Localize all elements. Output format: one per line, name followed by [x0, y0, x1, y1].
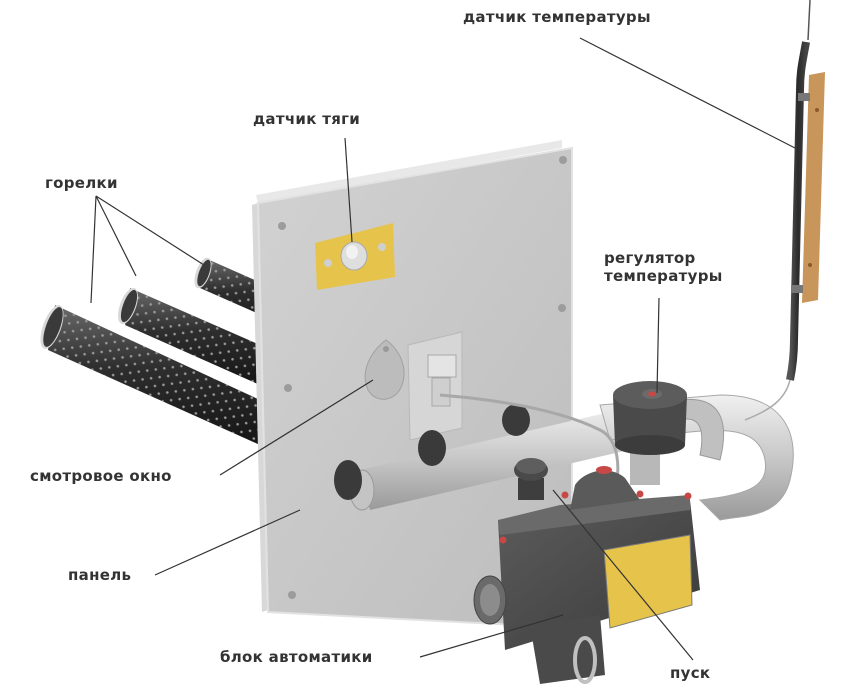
- label-draft-sensor: датчик тяги: [253, 110, 361, 128]
- leader-temperature-sensor: [579, 37, 796, 149]
- leader-lines: [90, 37, 796, 661]
- leader-burner-2: [95, 195, 137, 277]
- leader-automation-block: [419, 614, 564, 658]
- draft-sensor: [315, 223, 395, 290]
- capillary-tube: [439, 393, 620, 491]
- leader-burner-3: [95, 195, 205, 266]
- temperature-sensor: [744, 0, 825, 421]
- label-temperature-sensor: датчик температуры: [463, 8, 651, 26]
- burner-2: [118, 287, 260, 385]
- viewing-window: [364, 339, 405, 400]
- label-burners: горелки: [45, 174, 118, 192]
- burners-group: [40, 257, 300, 445]
- label-viewing-window: смотровое окно: [30, 467, 172, 485]
- label-temperature-regulator-line1: регулятор: [604, 249, 696, 267]
- leader-viewing-window: [219, 379, 374, 476]
- label-start-button: пуск: [670, 664, 711, 682]
- burner-1: [40, 305, 260, 445]
- leader-temperature-regulator: [656, 297, 660, 394]
- label-temperature-regulator: регулятор температуры: [604, 249, 784, 285]
- start-button-knob: [514, 458, 548, 500]
- leader-burner-1: [90, 195, 97, 304]
- leader-panel: [154, 509, 301, 576]
- label-panel: панель: [68, 566, 132, 584]
- label-temperature-regulator-line2: температуры: [604, 267, 723, 285]
- temperature-regulator-knob: [613, 381, 687, 485]
- leader-start-button: [552, 489, 694, 661]
- leader-draft-sensor: [344, 137, 353, 243]
- automation-block: [473, 466, 700, 684]
- pilot-bracket: [407, 331, 463, 441]
- label-automation-block: блок автоматики: [220, 648, 373, 666]
